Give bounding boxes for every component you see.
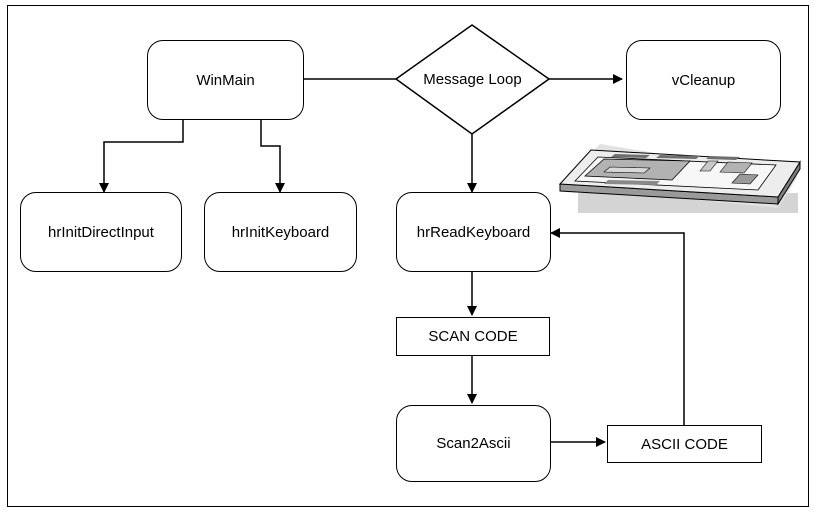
node-hrreadkeyboard: hrReadKeyboard xyxy=(396,192,551,272)
edge-winmain-hrinitdirectinput xyxy=(99,120,184,193)
edge-winmain-hrinitkeyboard xyxy=(260,120,285,193)
node-vcleanup: vCleanup xyxy=(626,40,781,120)
node-hrinitdirectinput: hrInitDirectInput xyxy=(20,192,182,272)
keyboard-icon xyxy=(558,144,801,213)
node-hrinitkeyboard: hrInitKeyboard xyxy=(204,192,357,272)
node-winmain: WinMain xyxy=(147,40,304,120)
node-ascii-code: ASCII CODE xyxy=(607,425,762,463)
node-message-loop-label: Message Loop xyxy=(423,70,522,88)
edge-asciicode-hrreadkeyboard xyxy=(550,228,685,425)
node-scan2ascii: Scan2Ascii xyxy=(396,405,551,482)
node-scan-code: SCAN CODE xyxy=(396,317,550,356)
